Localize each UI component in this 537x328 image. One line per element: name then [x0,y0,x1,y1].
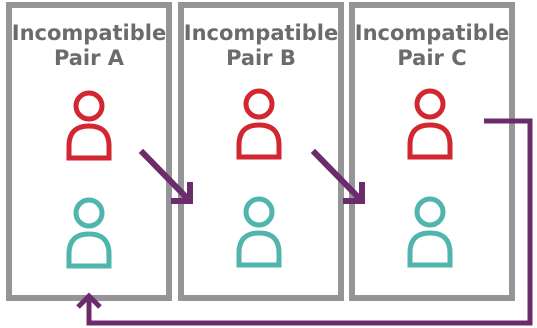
pair-b-box [178,2,344,301]
pair-b-title: Incompatible Pair B [181,21,341,71]
pair-b-title-line1: Incompatible [183,21,339,45]
pair-c-recipient-person-icon [407,88,453,160]
arrow-b-to-c [310,148,365,204]
pair-a-donor-person-icon [66,197,112,269]
pair-c-title-line1: Incompatible [354,21,510,45]
pair-b-donor-person-icon [236,196,282,268]
pair-a-recipient-person-icon [66,90,112,161]
pair-b-recipient-person-icon [236,88,282,160]
pair-c-title-line2: Pair C [397,46,467,70]
pair-a-title: Incompatible Pair A [9,21,169,71]
pair-c-donor-person-icon [407,196,453,268]
pair-b-title-line2: Pair B [226,46,296,70]
pair-c-title: Incompatible Pair C [352,21,512,71]
arrow-a-to-b [138,148,193,204]
arrow-c-to-a [76,118,533,326]
pair-a-title-line2: Pair A [53,46,125,70]
pair-a-title-line1: Incompatible [11,21,167,45]
pair-c-box [349,2,515,301]
